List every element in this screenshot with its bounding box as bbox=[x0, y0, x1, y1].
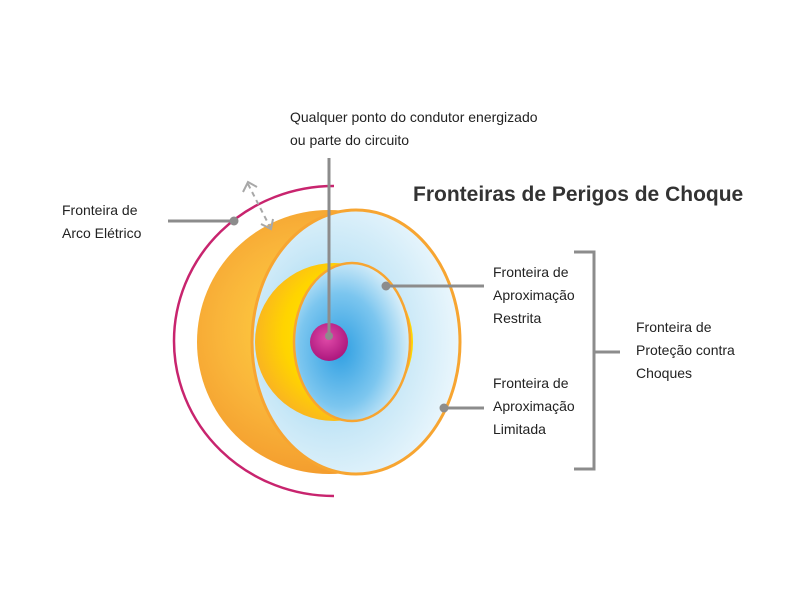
restricted-leader-dot bbox=[381, 281, 391, 291]
arc-flash-boundary-line bbox=[172, 184, 335, 498]
restricted-approach-zone bbox=[292, 261, 412, 423]
conductor-label: Qualquer ponto do condutor energizado ou… bbox=[290, 109, 541, 148]
arc-flash-label: Fronteira de Arco Elétrico bbox=[62, 202, 142, 241]
distance-arrow-icon bbox=[242, 180, 274, 231]
shock-protection-label: Fronteira de Proteção contra Choques bbox=[636, 319, 739, 381]
energized-core bbox=[310, 323, 348, 361]
arc-flash-leader-dot bbox=[229, 216, 239, 226]
diagram-title: Fronteiras de Perigos de Choque bbox=[413, 183, 743, 206]
shock-protection-bracket bbox=[574, 250, 620, 471]
restricted-approach-label: Fronteira de Aproximação Restrita bbox=[493, 264, 579, 326]
limited-approach-label: Fronteira de Aproximação Limitada bbox=[493, 375, 579, 437]
limited-leader-dot bbox=[439, 403, 449, 413]
conductor-leader-dot bbox=[325, 332, 333, 340]
